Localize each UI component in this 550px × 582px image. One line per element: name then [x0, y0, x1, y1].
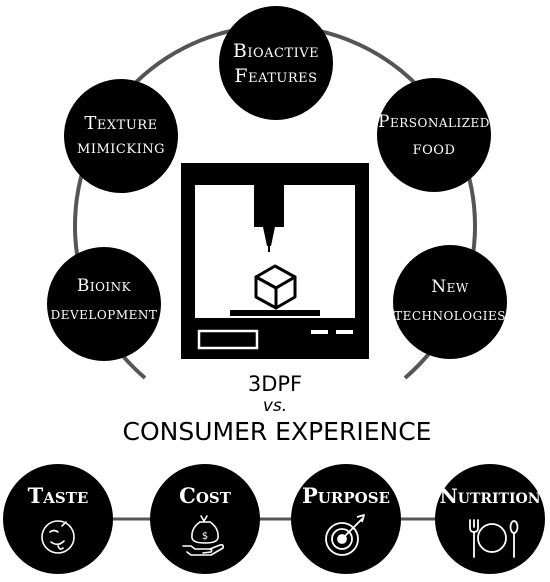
node-label-line: Features — [234, 65, 317, 87]
node-bioink-development: Bioink development — [47, 247, 161, 361]
node-label-line: Personalized — [378, 112, 490, 132]
node-new-technologies: New technologies — [393, 245, 507, 359]
node-label: Nutrition — [439, 484, 540, 508]
money-bag-hand-icon: $ — [182, 515, 224, 556]
node-label-line: Bioink — [77, 276, 132, 296]
title-consumer-experience: CONSUMER EXPERIENCE — [123, 417, 432, 446]
taste-icon — [41, 520, 75, 554]
node-label-line: Bioactive — [233, 40, 319, 62]
node-nutrition: Nutrition — [435, 464, 545, 574]
node-label-line: development — [51, 304, 158, 324]
node-label-line: technologies — [394, 305, 506, 325]
node-label-line: mimicking — [77, 137, 165, 158]
node-label-line: Texture — [84, 113, 157, 134]
node-texture-mimicking: Texture mimicking — [64, 79, 178, 193]
node-label: Cost — [179, 483, 232, 508]
plate-fork-spoon-icon — [469, 519, 519, 558]
node-cost: Cost $ — [150, 464, 260, 574]
node-purpose: Purpose — [291, 464, 401, 574]
node-taste: Taste — [3, 464, 113, 574]
3d-printer-icon — [181, 163, 369, 359]
node-label: Purpose — [302, 483, 390, 508]
node-label: Taste — [28, 483, 89, 508]
target-icon — [325, 514, 365, 556]
node-label-line: New — [431, 277, 469, 297]
svg-text:$: $ — [202, 531, 208, 542]
node-bioactive-features: Bioactive Features — [219, 6, 333, 120]
title-vs: vs. — [263, 396, 287, 416]
title-3dpf: 3DPF — [248, 372, 302, 396]
node-label-line: food — [413, 138, 456, 159]
node-personalized-food: Personalized food — [377, 78, 491, 192]
